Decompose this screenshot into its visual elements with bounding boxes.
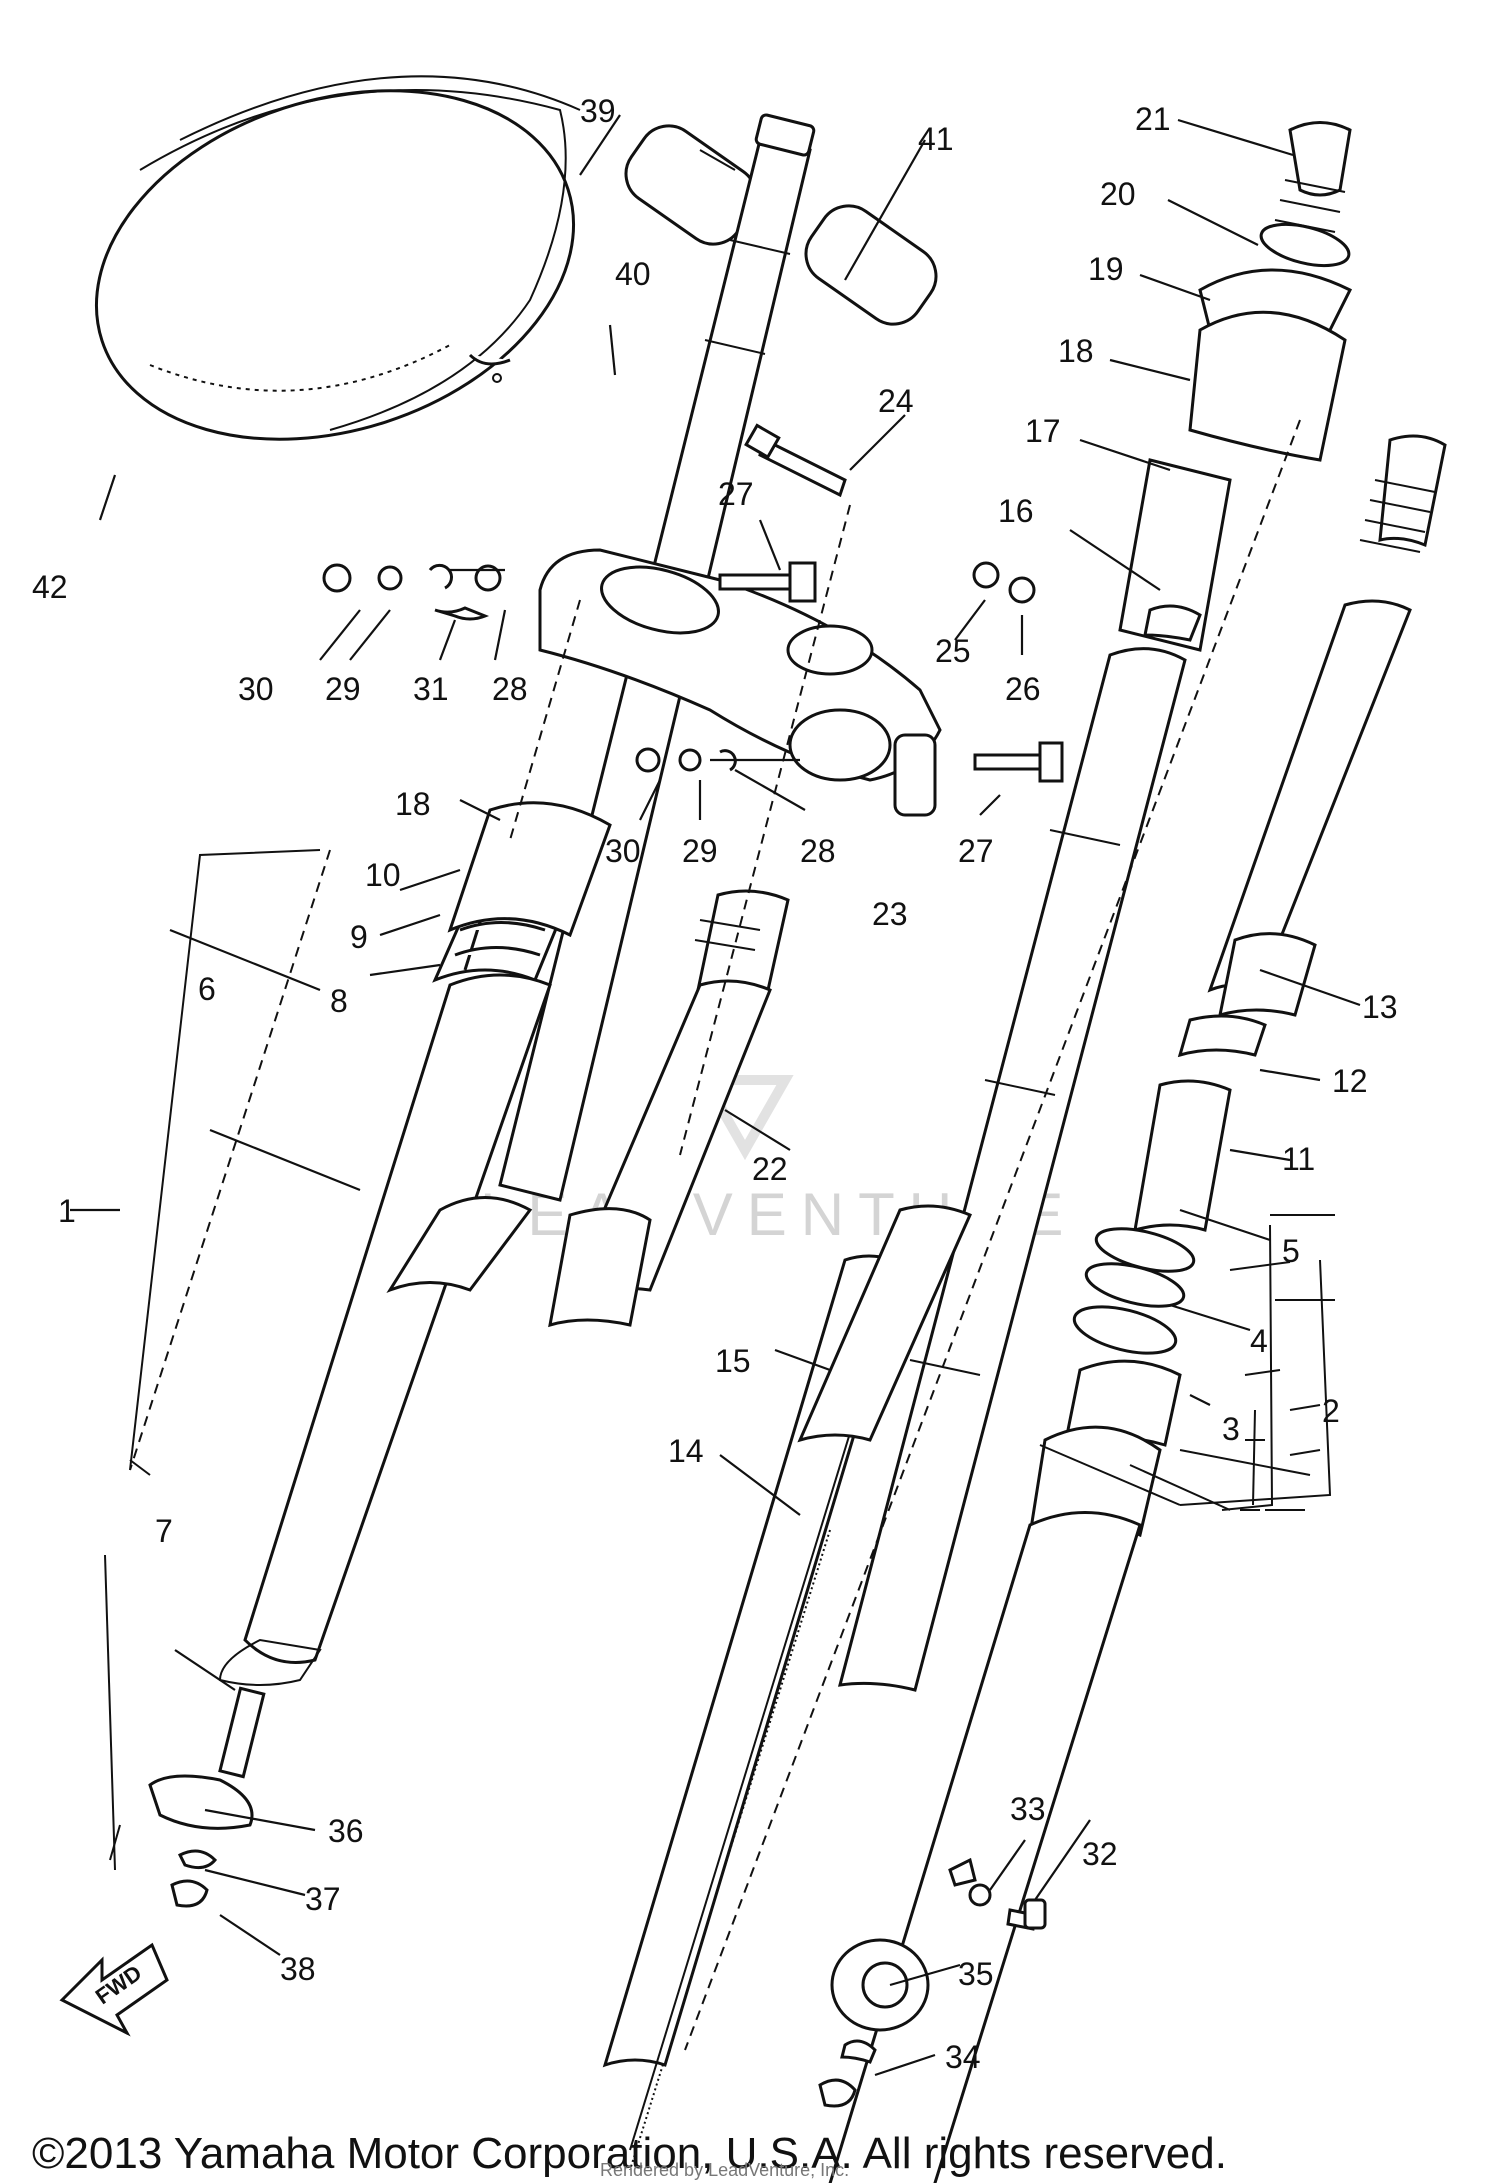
callout-2: 2 (1322, 1393, 1340, 1429)
rendered-by-notice: Rendered by LeadVenture, Inc. (600, 2160, 849, 2180)
callout-24: 24 (878, 383, 914, 419)
damper-rod (548, 889, 790, 1328)
callout-1: 1 (58, 1193, 76, 1229)
right-fork-cap-parts (1118, 121, 1353, 652)
right-fork-outer-tube (828, 1425, 1162, 2183)
callout-18: 18 (1058, 333, 1094, 369)
callout-37: 37 (305, 1881, 341, 1917)
callout-29-lower: 29 (682, 833, 718, 869)
callout-31: 31 (413, 671, 449, 707)
upper-cover-left (447, 801, 612, 938)
callout-14: 14 (668, 1433, 704, 1469)
headlight-assembly (94, 75, 581, 441)
callout-29: 29 (325, 671, 361, 707)
callout-21: 21 (1135, 101, 1171, 137)
right-fork-inner-tube (837, 647, 1187, 1692)
copyright-notice: ©2013 Yamaha Motor Corporation, U.S.A. A… (32, 2129, 1227, 2178)
small-hardware (322, 353, 1064, 2108)
callout-17: 17 (1025, 413, 1061, 449)
callout-30: 30 (238, 671, 274, 707)
callout-10: 10 (365, 857, 401, 893)
leader-lines (70, 114, 1361, 2077)
callout-32: 32 (1082, 1836, 1118, 1872)
callout-11: 11 (1282, 1141, 1315, 1177)
left-fork-outer-tube (218, 848, 582, 1686)
callout-19: 19 (1088, 251, 1124, 287)
callout-42: 42 (32, 569, 68, 605)
callout-18-left: 18 (395, 786, 431, 822)
callout-numbers: 1 2 3 4 5 6 7 8 9 10 11 12 13 14 15 16 1… (32, 93, 1398, 2075)
callout-40: 40 (615, 256, 651, 292)
spacer (797, 1204, 972, 1443)
callout-5: 5 (1282, 1233, 1300, 1269)
callout-28-lower: 28 (800, 833, 836, 869)
callout-22: 22 (752, 1151, 788, 1187)
callout-27: 27 (718, 476, 754, 512)
callout-7: 7 (155, 1513, 173, 1549)
callout-15: 15 (715, 1343, 751, 1379)
axle-holder-parts (148, 1686, 266, 1908)
callout-35: 35 (958, 1956, 994, 1992)
callout-34: 34 (945, 2039, 981, 2075)
callout-6: 6 (198, 971, 216, 1007)
callout-41: 41 (918, 121, 954, 157)
callout-25: 25 (935, 633, 971, 669)
callout-38: 38 (280, 1951, 316, 1987)
forward-direction-arrow: FWD (59, 1942, 169, 2037)
callout-9: 9 (350, 919, 368, 955)
right-damper-parts (1063, 434, 1447, 1448)
callout-20: 20 (1100, 176, 1136, 212)
callout-8: 8 (330, 983, 348, 1019)
callout-3: 3 (1222, 1411, 1240, 1447)
callout-36: 36 (328, 1813, 364, 1849)
callout-4: 4 (1250, 1323, 1268, 1359)
callout-30-lower: 30 (605, 833, 641, 869)
upper-bracket (538, 548, 942, 817)
callout-33: 33 (1010, 1791, 1046, 1827)
callout-26: 26 (1005, 671, 1041, 707)
callout-16: 16 (998, 493, 1034, 529)
callout-12: 12 (1332, 1063, 1368, 1099)
callout-23: 23 (872, 896, 908, 932)
callout-27-right: 27 (958, 833, 994, 869)
callout-39: 39 (580, 93, 616, 129)
callout-13: 13 (1362, 989, 1398, 1025)
callout-28: 28 (492, 671, 528, 707)
